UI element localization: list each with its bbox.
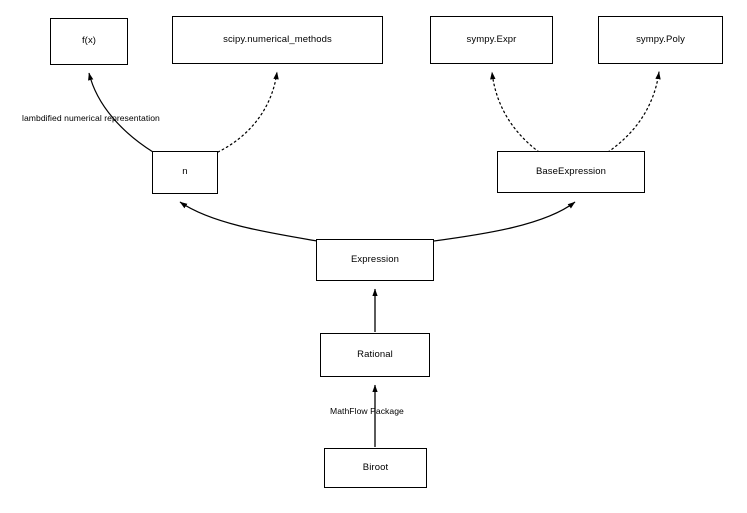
node-expression[interactable]: Expression bbox=[316, 239, 434, 281]
edge-label-lambdified: lambdified numerical representation bbox=[22, 113, 160, 123]
node-sympy-expr-label: sympy.Expr bbox=[466, 33, 517, 45]
edge-base-to-sympy-expr bbox=[490, 71, 540, 153]
node-sympy-poly-label: sympy.Poly bbox=[636, 33, 685, 45]
node-scipy-numerical-methods-label: scipy.numerical_methods bbox=[223, 33, 332, 45]
node-biroot[interactable]: Biroot bbox=[324, 448, 427, 488]
node-baseexpression-label: BaseExpression bbox=[535, 165, 607, 177]
node-fx-label: f(x) bbox=[81, 35, 97, 47]
node-biroot-label: Biroot bbox=[362, 461, 389, 473]
node-sympy-poly[interactable]: sympy.Poly bbox=[598, 16, 723, 64]
edge-label-mathflow-package: MathFlow Package bbox=[330, 406, 404, 416]
edge-base-to-sympy-poly bbox=[607, 71, 661, 153]
node-sympy-expr[interactable]: sympy.Expr bbox=[430, 16, 553, 64]
node-expression-label: Expression bbox=[351, 253, 399, 265]
node-fx[interactable]: f(x) bbox=[50, 18, 128, 65]
edge-n-to-scipy bbox=[217, 71, 279, 153]
edge-expression-to-n bbox=[179, 201, 318, 242]
node-rational-label: Rational bbox=[357, 348, 393, 360]
node-n-label: n bbox=[182, 166, 188, 178]
node-n[interactable]: n bbox=[152, 151, 218, 194]
edge-expression-to-baseexpression bbox=[433, 201, 576, 242]
node-scipy-numerical-methods[interactable]: scipy.numerical_methods bbox=[172, 16, 383, 64]
node-rational[interactable]: Rational bbox=[320, 333, 430, 377]
node-baseexpression[interactable]: BaseExpression bbox=[497, 151, 645, 193]
